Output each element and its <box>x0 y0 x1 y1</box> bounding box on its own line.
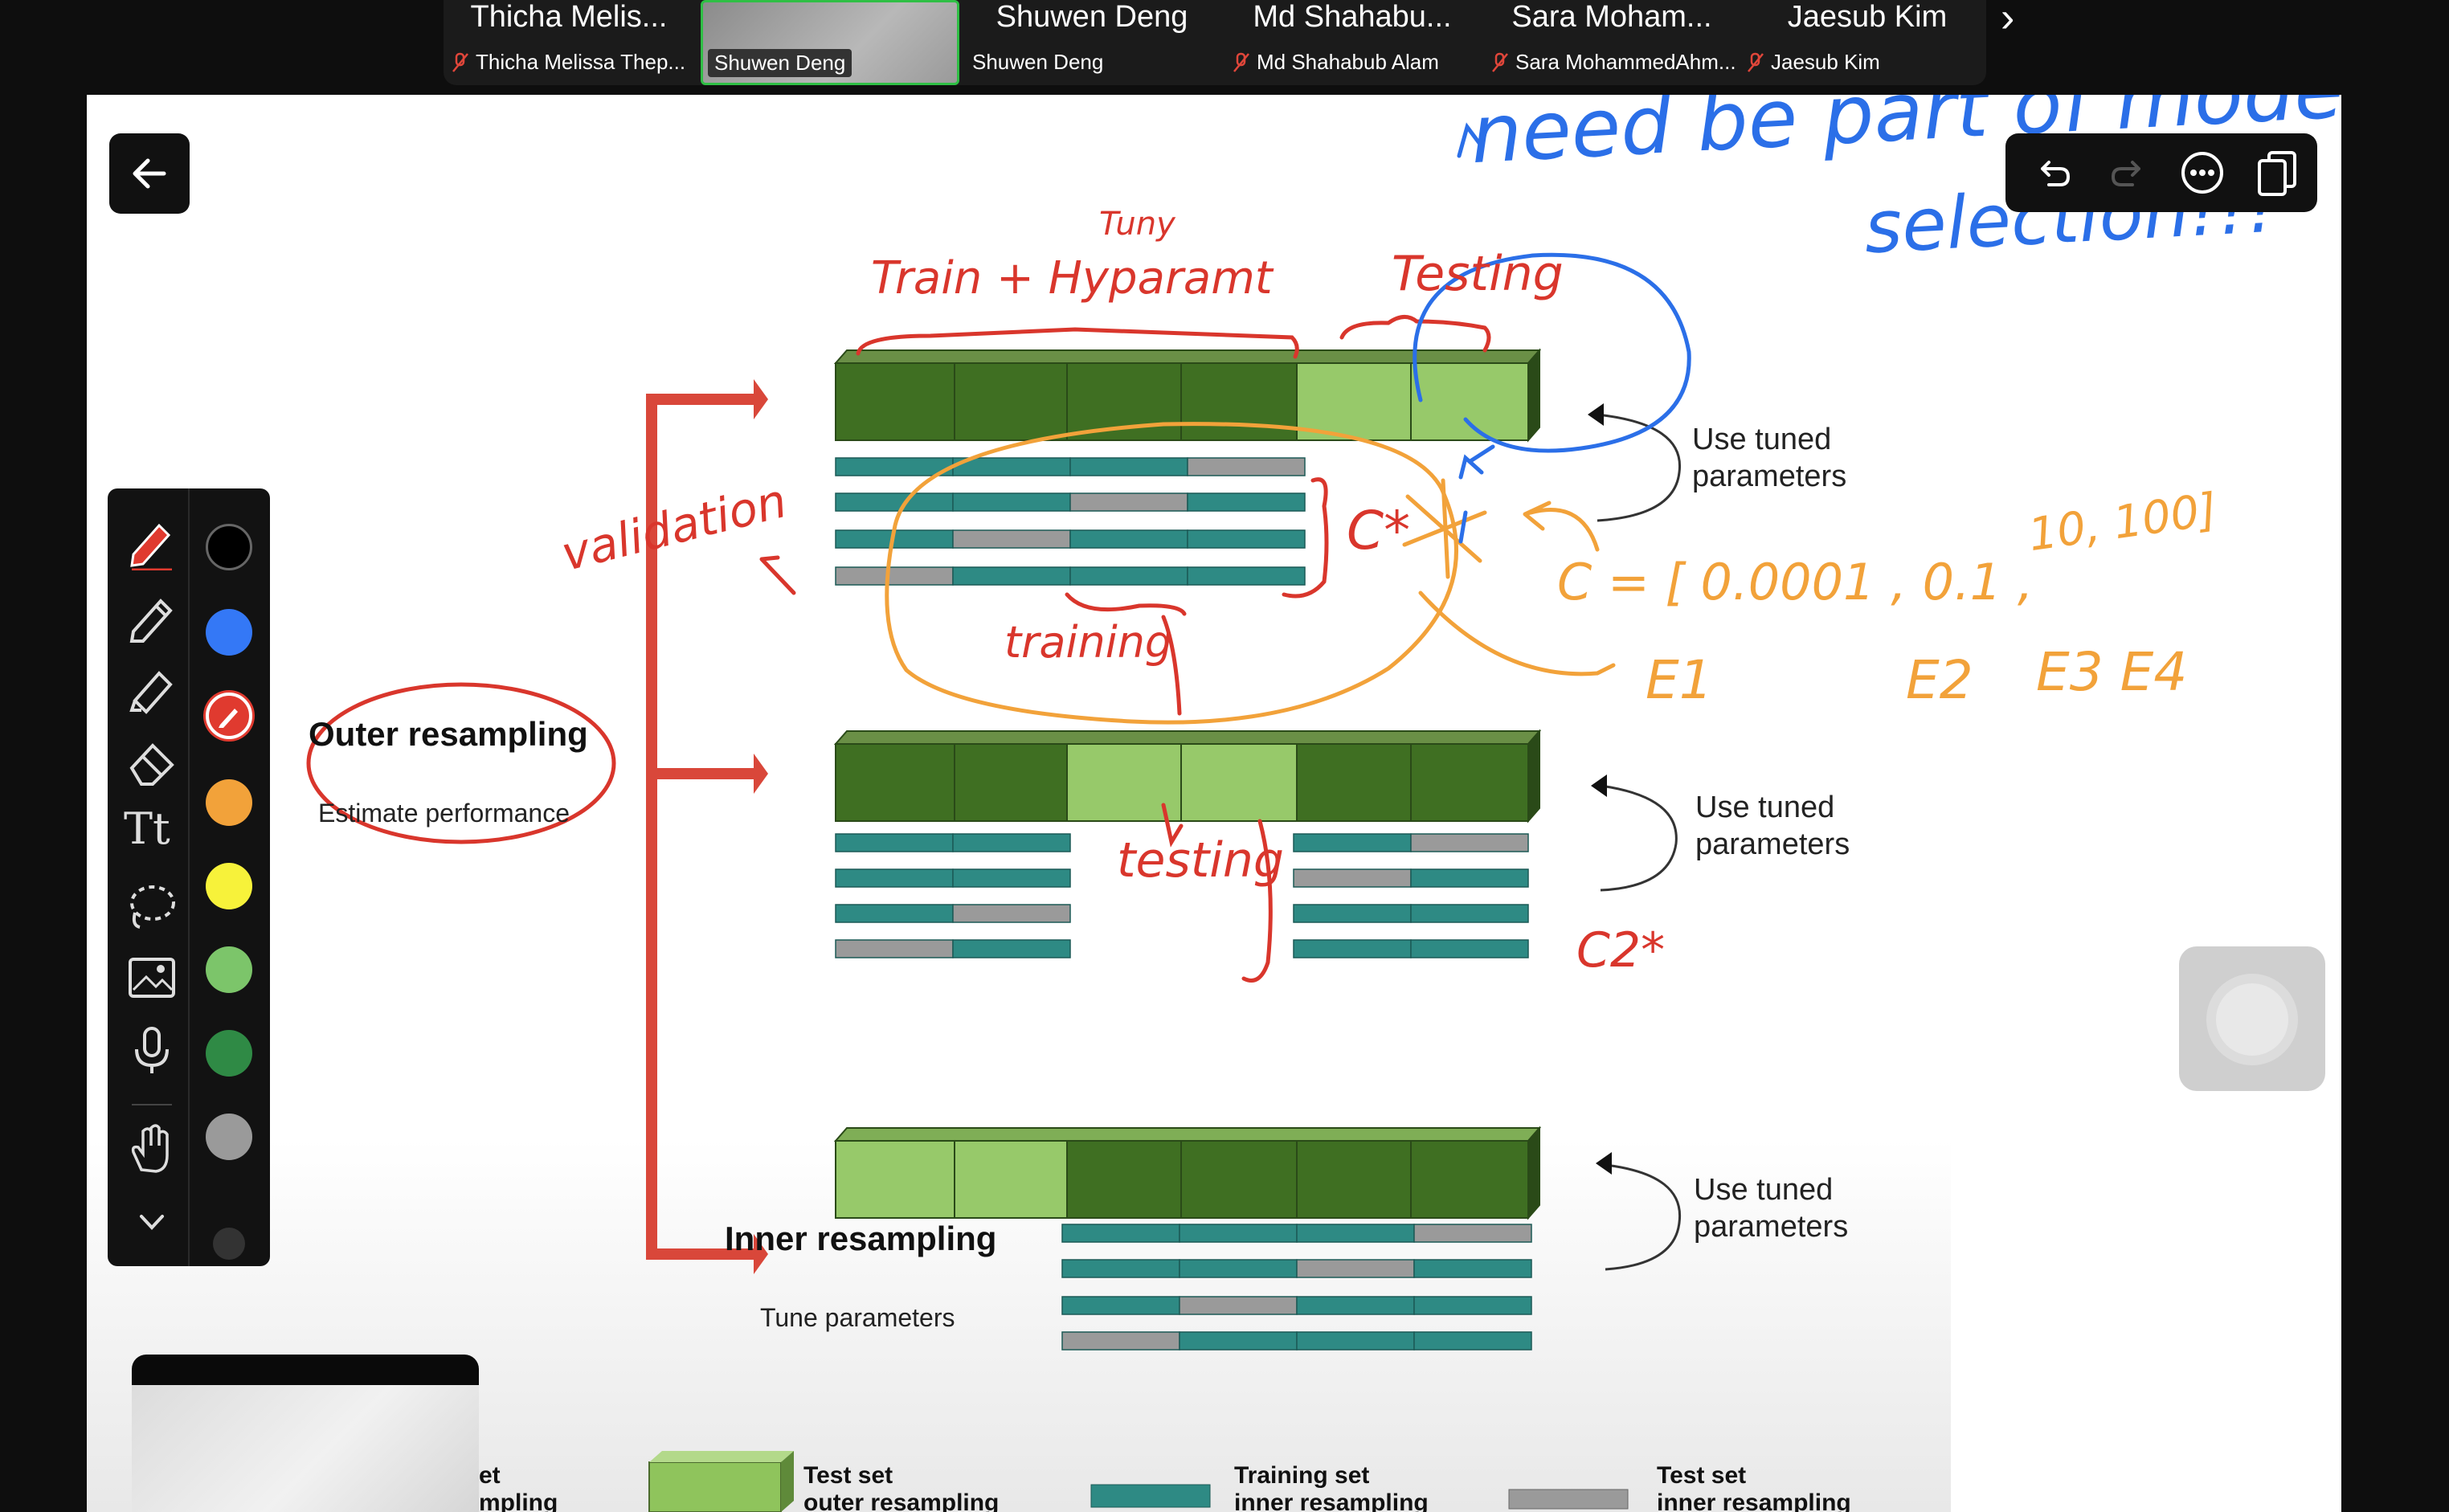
canvas-top-toolbar <box>2005 133 2317 212</box>
participant-full-name: Shuwen Deng <box>972 50 1104 74</box>
self-view-camera[interactable] <box>132 1355 479 1512</box>
scroll-indicator <box>213 1228 245 1260</box>
orange-ink-strokes <box>885 422 1616 725</box>
participant-full-name: Thicha Melissa Thep... <box>476 50 686 74</box>
blue-ink-strokes <box>1413 122 1691 544</box>
participant-tile[interactable]: Thicha Melis... Thicha Melissa Thep... <box>444 0 694 85</box>
participant-tile[interactable]: Jaesub Kim Jaesub Kim <box>1739 0 1996 85</box>
participant-tile[interactable]: Shuwen Deng Shuwen Deng <box>964 0 1220 85</box>
outer-arrows <box>646 379 768 1274</box>
pages-icon[interactable] <box>2253 148 2301 198</box>
muted-mic-icon <box>452 52 468 72</box>
pencil-icon <box>219 709 238 728</box>
inner-resampling-subtitle: Tune parameters <box>760 1303 955 1332</box>
assistive-touch-icon <box>2216 983 2288 1056</box>
outer-resampling-subtitle: Estimate performance <box>318 799 570 828</box>
participant-label: Sara MohammedAhm... <box>1491 50 1736 75</box>
next-participants-icon[interactable]: › <box>2001 0 2015 41</box>
hand-tool-icon[interactable] <box>124 1120 180 1176</box>
image-tool-icon[interactable] <box>124 950 180 1006</box>
color-swatch-dark-green[interactable] <box>206 1030 252 1077</box>
participant-strip: Thicha Melis... Thicha Melissa Thep... S… <box>444 0 1986 85</box>
legend-swatches <box>648 1451 1629 1512</box>
pen-tool-icon[interactable] <box>124 514 180 570</box>
annotation-e1: E1 <box>1646 649 1713 711</box>
participant-label: Thicha Melissa Thep... <box>452 50 685 75</box>
outer-fold-bar-3 <box>833 1126 1542 1220</box>
participant-label: Md Shahabub Alam <box>1233 50 1439 75</box>
more-icon[interactable] <box>2179 149 2226 196</box>
participant-label: Shuwen Deng <box>708 49 852 77</box>
annotation-e3-e4: E3 E4 <box>2036 641 2188 703</box>
participant-label: Shuwen Deng <box>972 50 1103 75</box>
red-ink-strokes <box>306 315 1491 983</box>
annotation-e2: E2 <box>1906 649 1973 711</box>
assistive-touch-button[interactable] <box>2179 946 2325 1091</box>
annotation-testing-2: testing <box>1117 832 1285 889</box>
drawing-toolbox: Tt <box>108 488 270 1266</box>
pencil-tool-icon[interactable] <box>124 588 180 644</box>
color-swatch-black[interactable] <box>206 524 252 570</box>
highlighter-tool-icon[interactable] <box>124 660 180 717</box>
participant-full-name: Jaesub Kim <box>1771 50 1880 74</box>
annotation-tuning: Tuny <box>1099 206 1175 243</box>
back-button[interactable] <box>109 133 190 214</box>
annotation-c-star: C* <box>1347 500 1411 562</box>
microphone-tool-icon[interactable] <box>124 1022 180 1078</box>
color-swatch-red-selected[interactable] <box>206 693 252 739</box>
inner-fold-bars-3 <box>1061 1224 1532 1351</box>
annotation-testing: Testing <box>1392 246 1564 302</box>
color-swatch-orange[interactable] <box>206 779 252 826</box>
muted-mic-icon <box>1233 52 1249 72</box>
diagram-svg <box>306 122 1691 1512</box>
participant-video-tile[interactable]: Shuwen Deng <box>701 0 959 85</box>
participant-tile[interactable]: Md Shahabu... Md Shahabub Alam <box>1224 0 1480 85</box>
inner-fold-bars-1 <box>835 457 1306 586</box>
lasso-tool-icon[interactable] <box>124 877 180 934</box>
muted-mic-icon <box>1748 52 1764 72</box>
use-tuned-arrows <box>1588 403 1682 1271</box>
participant-name: Sara Moham... <box>1511 0 1712 34</box>
annotation-c-list: C = [ 0.0001 , 0.1 , <box>1557 553 2034 611</box>
outer-fold-bar-1 <box>833 348 1542 443</box>
chevron-down-icon[interactable] <box>124 1194 180 1250</box>
annotation-train-hyper: Train + Hyparamt <box>871 252 1273 304</box>
participant-full-name: Sara MohammedAhm... <box>1515 50 1736 74</box>
muted-mic-icon <box>1492 52 1508 72</box>
text-tool-icon[interactable]: Tt <box>124 803 170 854</box>
participant-full-name: Md Shahabub Alam <box>1257 50 1439 74</box>
arrow-left-icon <box>133 158 166 189</box>
redo-icon[interactable] <box>2107 151 2150 194</box>
color-swatch-light-green[interactable] <box>206 946 252 993</box>
color-swatch-yellow[interactable] <box>206 863 252 909</box>
whiteboard-canvas[interactable]: Outer resampling Estimate performance In… <box>87 95 2341 1512</box>
annotation-training: training <box>1004 617 1173 668</box>
participant-full-name: Shuwen Deng <box>714 51 846 75</box>
outer-fold-bar-2 <box>833 729 1542 823</box>
participant-name: Thicha Melis... <box>470 0 668 34</box>
eraser-tool-icon[interactable] <box>124 733 180 789</box>
color-swatch-blue[interactable] <box>206 609 252 656</box>
inner-resampling-title: Inner resampling <box>725 1220 997 1257</box>
participant-name: Jaesub Kim <box>1787 0 1948 34</box>
participant-tile[interactable]: Sara Moham... Sara MohammedAhm... <box>1483 0 1740 85</box>
annotation-c2-star: C2* <box>1576 922 1666 979</box>
participant-name: Md Shahabu... <box>1253 0 1452 34</box>
participant-name: Shuwen Deng <box>996 0 1188 34</box>
outer-resampling-title: Outer resampling <box>309 715 588 753</box>
undo-icon[interactable] <box>2031 151 2075 194</box>
participant-label: Jaesub Kim <box>1747 50 1880 75</box>
color-swatch-gray[interactable] <box>206 1114 252 1160</box>
inner-fold-bars-2 <box>835 833 1529 958</box>
